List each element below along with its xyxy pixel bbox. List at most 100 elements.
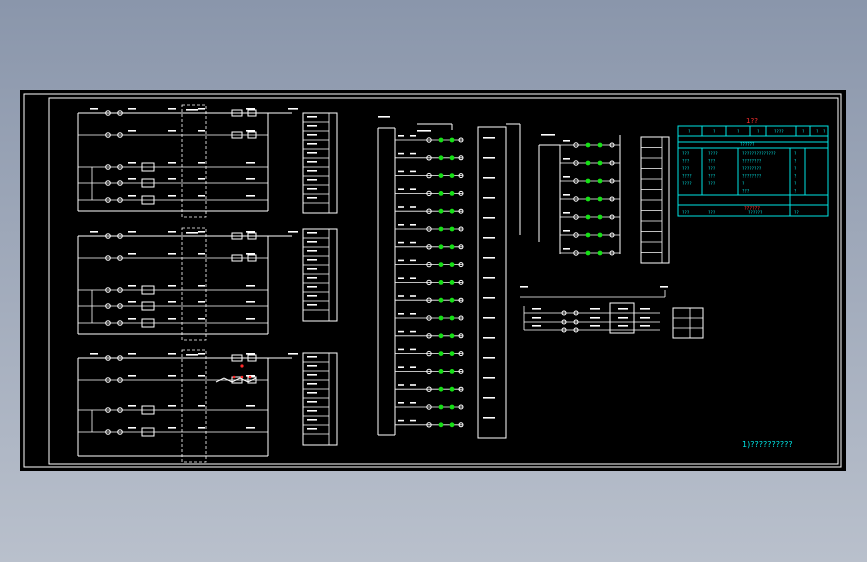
contact	[426, 297, 432, 303]
indicator-lamp	[438, 351, 444, 356]
terminal-label	[307, 241, 317, 243]
contact	[573, 196, 579, 202]
indicator-lamp	[449, 280, 455, 285]
wire-label-mark	[246, 427, 255, 429]
indicator-lamp	[449, 173, 455, 178]
wire-label-mark	[410, 259, 416, 262]
wire-label-mark	[410, 295, 416, 297]
inner-frame	[48, 97, 839, 465]
contact	[573, 178, 579, 184]
module-pin-label	[483, 237, 495, 239]
terminal-label	[307, 410, 317, 412]
wire-label-mark	[246, 108, 255, 110]
terminal-label	[307, 152, 317, 154]
terminal	[458, 422, 464, 428]
wire-label-mark	[563, 248, 570, 250]
table-header-cell: ?	[823, 129, 826, 134]
wire-label-mark	[532, 325, 541, 327]
table-header-cell: ?	[816, 129, 819, 134]
relay-circuit	[520, 286, 704, 339]
wire-label-mark	[398, 402, 404, 404]
indicator-lamp	[449, 191, 455, 196]
coil	[231, 109, 243, 117]
coil	[247, 131, 257, 139]
relay-coil-box	[141, 162, 155, 172]
terminal	[609, 160, 615, 166]
terminal-label	[307, 134, 317, 136]
plc-input-column	[377, 116, 521, 439]
contact	[426, 208, 432, 214]
wire-label-mark	[186, 109, 198, 111]
table-frame	[677, 125, 829, 217]
contact	[117, 355, 123, 361]
table-cell: ????????	[742, 159, 762, 164]
contact	[105, 180, 111, 186]
terminal	[458, 351, 464, 357]
table-cell: ???	[682, 159, 690, 164]
wire-label-mark	[590, 308, 600, 310]
wire-label-mark	[198, 195, 205, 197]
indicator-lamp	[449, 244, 455, 250]
wire-label-mark	[198, 405, 205, 407]
wire-label-mark	[128, 427, 136, 429]
table-footer-cell: ???	[708, 210, 716, 215]
contact	[573, 214, 579, 220]
drawing-note: 1)??????????	[742, 440, 793, 449]
terminal	[458, 386, 464, 392]
contact	[105, 429, 111, 435]
contact	[117, 197, 123, 203]
table-cell: ?	[794, 151, 797, 156]
wire-label-mark	[90, 231, 98, 233]
table-cell: ????	[708, 151, 718, 156]
contact	[117, 110, 123, 116]
wire-label-mark	[410, 135, 416, 137]
wire-label-mark	[563, 230, 570, 232]
terminal	[458, 333, 464, 339]
terminal	[458, 262, 464, 268]
wire-label-mark	[246, 318, 255, 320]
wire-label-mark	[246, 253, 255, 255]
indicator-lamp	[438, 386, 444, 392]
wire-label-mark	[246, 162, 255, 164]
wire-label-mark	[398, 152, 404, 155]
contact	[426, 404, 432, 410]
indicator-lamp	[597, 178, 603, 184]
wire-label-mark	[168, 301, 176, 303]
wire-label-mark	[288, 353, 298, 355]
indicator-lamp	[597, 250, 603, 256]
wire-label-mark	[186, 232, 198, 234]
wire-label-mark	[640, 325, 650, 327]
contact	[561, 310, 567, 316]
wire-label-mark	[618, 308, 628, 310]
red-marker	[248, 375, 252, 379]
contact	[105, 377, 111, 383]
indicator-lamp	[585, 160, 591, 166]
terminal	[609, 232, 615, 238]
resistor-chain	[215, 377, 257, 383]
wire-label-mark	[246, 405, 255, 407]
terminal-label	[307, 419, 317, 421]
indicator-lamp	[449, 315, 455, 321]
wire-label-mark	[198, 231, 205, 233]
table-header-cell: ?	[713, 129, 716, 134]
wire-label-mark	[198, 375, 205, 377]
module-pin-label	[483, 217, 495, 219]
terminal-label	[307, 304, 317, 306]
contact	[573, 160, 579, 166]
module-pin-label	[483, 397, 495, 399]
wire-label-mark	[563, 158, 570, 160]
contact	[573, 319, 579, 325]
terminal	[458, 173, 464, 179]
wire-label-mark	[246, 375, 255, 377]
indicator-lamp	[597, 232, 603, 238]
table-cell: ???	[742, 189, 750, 194]
coil	[247, 354, 257, 362]
wire-label-mark	[128, 375, 136, 377]
contact	[426, 279, 432, 286]
plc-module-outline	[181, 349, 207, 463]
table-header-cell: ????	[774, 129, 784, 134]
terminal-strip	[302, 228, 338, 322]
terminal-label	[307, 197, 317, 199]
coil	[231, 254, 243, 262]
contact	[426, 244, 432, 250]
